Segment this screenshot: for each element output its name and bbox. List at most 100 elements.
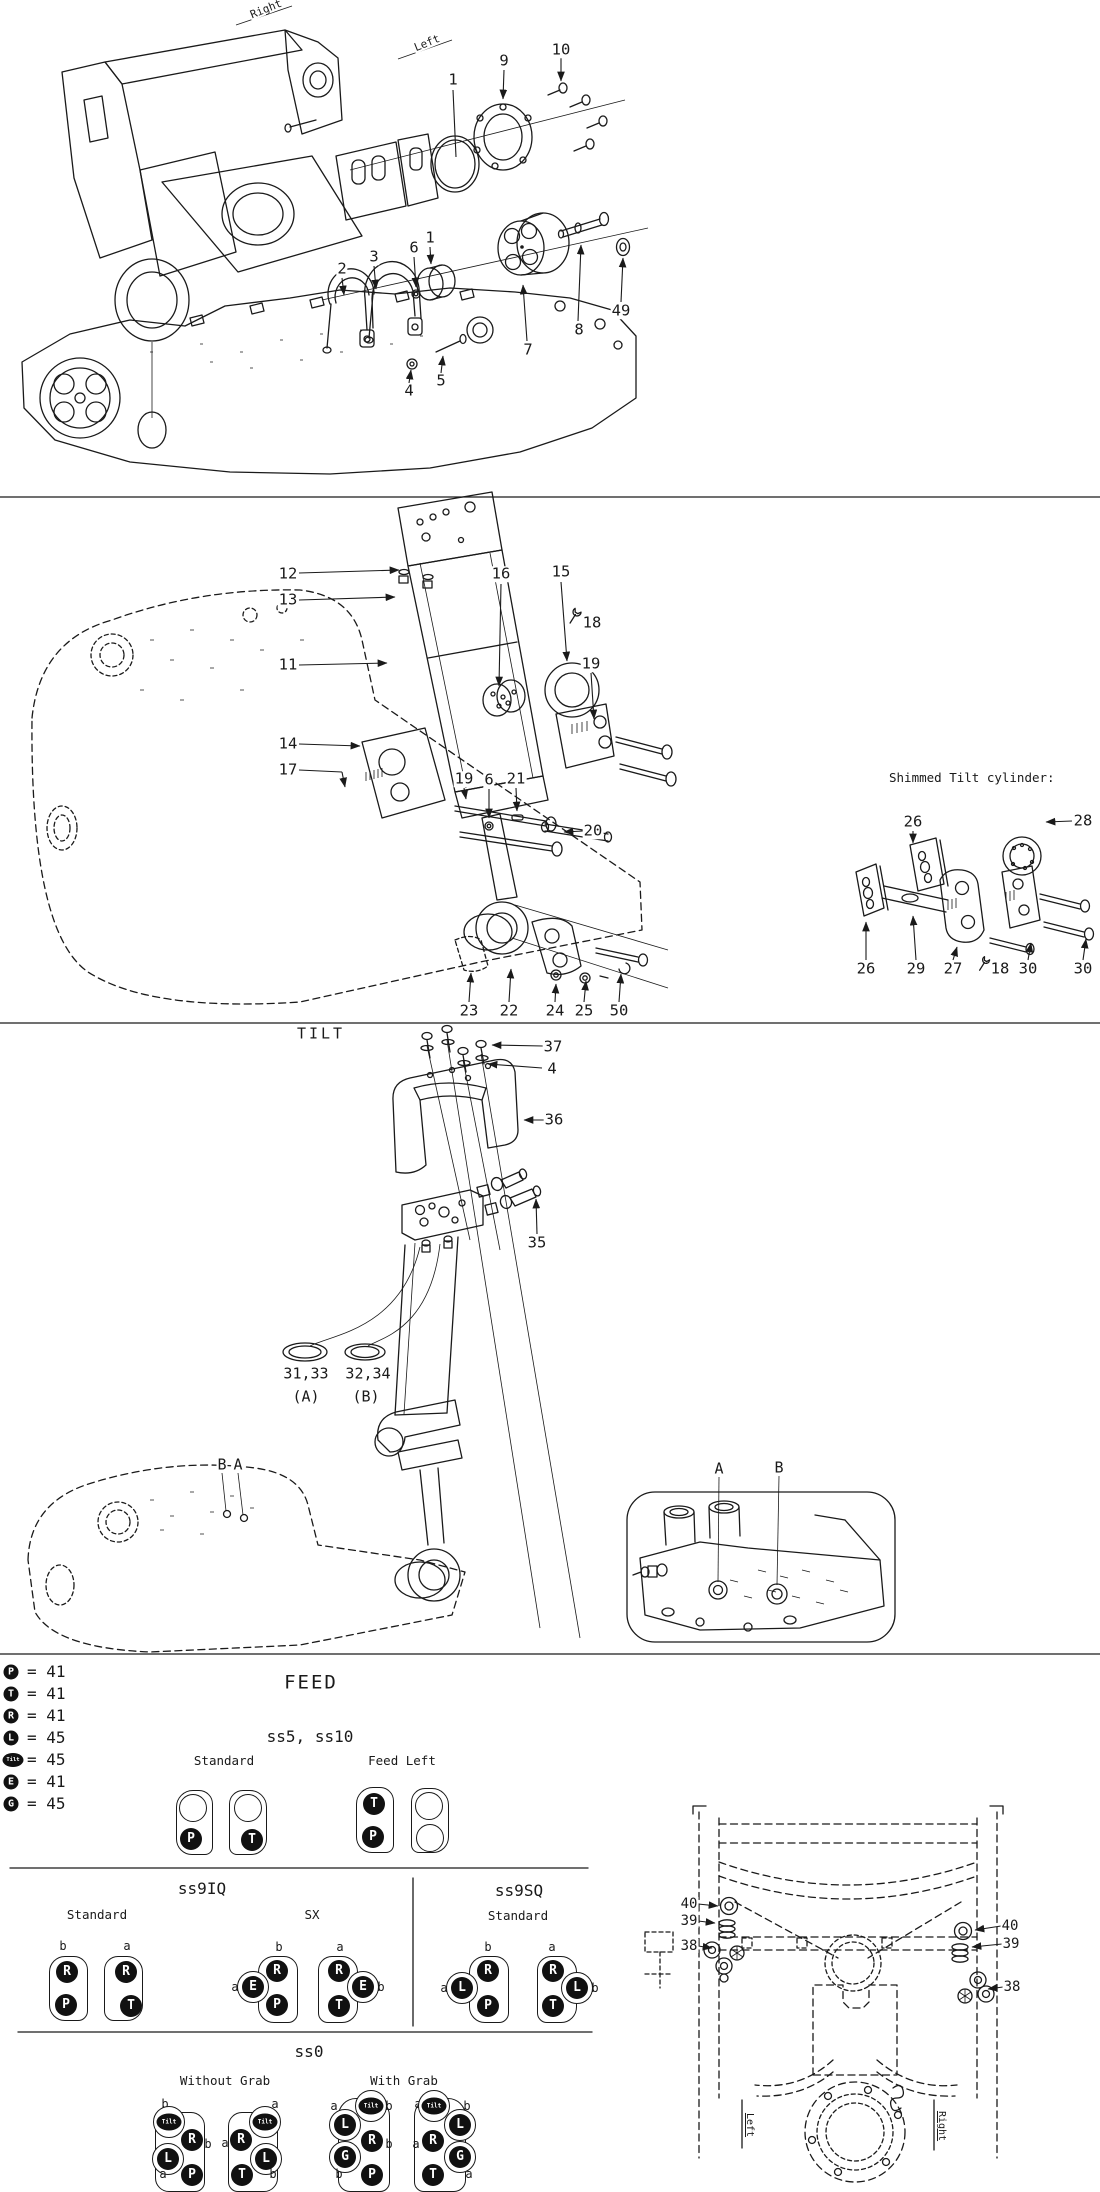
part-callout-7: 7 <box>522 340 534 359</box>
port-side-label-b: b <box>204 2137 212 2151</box>
part-callout-18: 18 <box>581 613 603 632</box>
port-badge-R: R <box>181 2129 203 2151</box>
port-side-label-b: b <box>269 2167 277 2181</box>
part-callout-B: B <box>773 1458 785 1477</box>
mount-bracket-exploded-view <box>21 5 649 475</box>
port-badge-G: G <box>334 2146 356 2168</box>
legend-badge-R: R <box>3 1708 19 1724</box>
port-side-label-b: b <box>377 1980 385 1994</box>
port-side-label-b: b <box>591 1981 599 1995</box>
part-callout-4: 4 <box>546 1059 558 1078</box>
port-badge-T: T <box>422 2164 444 2186</box>
tilt-cylinder-exploded-view <box>27 1024 896 1653</box>
port-badge-L: L <box>157 2148 179 2170</box>
legend-badge-Tilt: Tilt <box>2 1753 24 1767</box>
port-badge-T: T <box>120 1995 142 2017</box>
part-callout-30: 30 <box>1072 959 1094 978</box>
port-badge-R: R <box>422 2130 444 2152</box>
wrench-icon <box>978 956 991 971</box>
part-callout-40: 40 <box>679 1896 699 1912</box>
part-callout-6: 6 <box>408 238 420 257</box>
group-title-ss0: ss0 <box>294 2042 324 2061</box>
port-side-label-b: b <box>385 2137 393 2151</box>
legend-value: = 45 <box>27 1750 66 1769</box>
legend-value: = 45 <box>27 1794 66 1813</box>
port-side-label-a: a <box>221 2136 229 2150</box>
plate-hole <box>416 1824 444 1852</box>
legend-value: = 41 <box>27 1662 66 1681</box>
part-callout-29: 29 <box>905 959 927 978</box>
part-callout-27: 27 <box>942 959 964 978</box>
port-badge-G: G <box>449 2146 471 2168</box>
port-badge-P: P <box>55 1994 77 2016</box>
part-callout-25: 25 <box>573 1001 595 1020</box>
part-callout-38: 38 <box>679 1938 699 1954</box>
port-badge-Tilt: Tilt <box>421 2097 447 2115</box>
part-callout-23: 23 <box>458 1001 480 1020</box>
part-callout-39: 39 <box>679 1913 699 1929</box>
column-label-standard: Standard <box>193 1752 255 1768</box>
part-callout-12: 12 <box>277 564 299 583</box>
clamp-bolts <box>420 1024 489 1073</box>
part-callout-5: 5 <box>435 371 447 390</box>
port-side-label-b: b <box>161 2097 169 2111</box>
port-side-label-b: b <box>463 2099 471 2113</box>
port-badge-L: L <box>449 2114 471 2136</box>
port-badge-R: R <box>266 1960 288 1982</box>
port-side-label-b: b <box>484 1940 492 1954</box>
part-callout-50: 50 <box>608 1001 630 1020</box>
port-badge-Tilt: Tilt <box>252 2113 278 2131</box>
port-badge-P: P <box>477 1995 499 2017</box>
part-callout-13: 13 <box>277 590 299 609</box>
orientation-label-right: Right <box>936 2109 947 2143</box>
plate-hole <box>415 1792 443 1820</box>
part-callout-20: 20 <box>582 821 604 840</box>
port-side-label-a: a <box>412 2137 420 2151</box>
part-callout-3: 3 <box>368 247 380 266</box>
part-callout-17: 17 <box>277 760 299 779</box>
part-callout-1: 1 <box>424 228 436 247</box>
shimmed-tilt-cylinder-title: Shimmed Tilt cylinder: <box>889 769 1055 785</box>
part-callout-39: 39 <box>1001 1936 1021 1952</box>
part-callout-32,34: 32,34 <box>344 1364 392 1383</box>
part-callout-(B): (B) <box>351 1387 381 1406</box>
fastener-stack-right <box>951 1921 995 2004</box>
legend-badge-T: T <box>3 1686 19 1702</box>
port-badge-R: R <box>230 2129 252 2151</box>
port-badge-R: R <box>328 1960 350 1982</box>
part-callout-28: 28 <box>1072 811 1094 830</box>
port-badge-T: T <box>231 2164 253 2186</box>
port-side-label-a: a <box>465 2167 473 2181</box>
port-badge-P: P <box>181 2164 203 2186</box>
port-badge-T: T <box>363 1793 385 1815</box>
group-title-ss9iq: ss9IQ <box>177 1879 227 1898</box>
port-badge-R: R <box>361 2130 383 2152</box>
port-badge-T: T <box>328 1995 350 2017</box>
part-callout-16: 16 <box>490 564 512 583</box>
part-callout-37: 37 <box>542 1037 564 1056</box>
port-badge-Tilt: Tilt <box>358 2097 384 2115</box>
port-badge-Tilt: Tilt <box>156 2113 182 2131</box>
group-title-ss9sq: ss9SQ <box>494 1881 544 1900</box>
orientation-label-right: Right <box>247 0 285 21</box>
port-badge-R: R <box>542 1960 564 1982</box>
section-dividers <box>0 496 1100 2033</box>
legend-value: = 41 <box>27 1706 66 1725</box>
port-badge-R: R <box>115 1961 137 1983</box>
port-badge-T: T <box>542 1995 564 2017</box>
port-side-label-b: b <box>275 1940 283 1954</box>
part-callout-B: B <box>216 1455 228 1474</box>
feed-section-title: FEED <box>284 1671 338 1694</box>
part-callout-36: 36 <box>543 1110 565 1129</box>
part-callout-19: 19 <box>580 654 602 673</box>
port-badge-L: L <box>451 1977 473 1999</box>
port-side-label-b: b <box>385 2099 393 2113</box>
port-side-label-b: b <box>59 1939 67 1953</box>
column-label-sx: SX <box>304 1906 320 1922</box>
part-callout-31,33: 31,33 <box>282 1364 330 1383</box>
part-callout-4: 4 <box>403 381 415 400</box>
part-callout-30: 30 <box>1017 959 1039 978</box>
legend-badge-G: G <box>3 1796 19 1812</box>
